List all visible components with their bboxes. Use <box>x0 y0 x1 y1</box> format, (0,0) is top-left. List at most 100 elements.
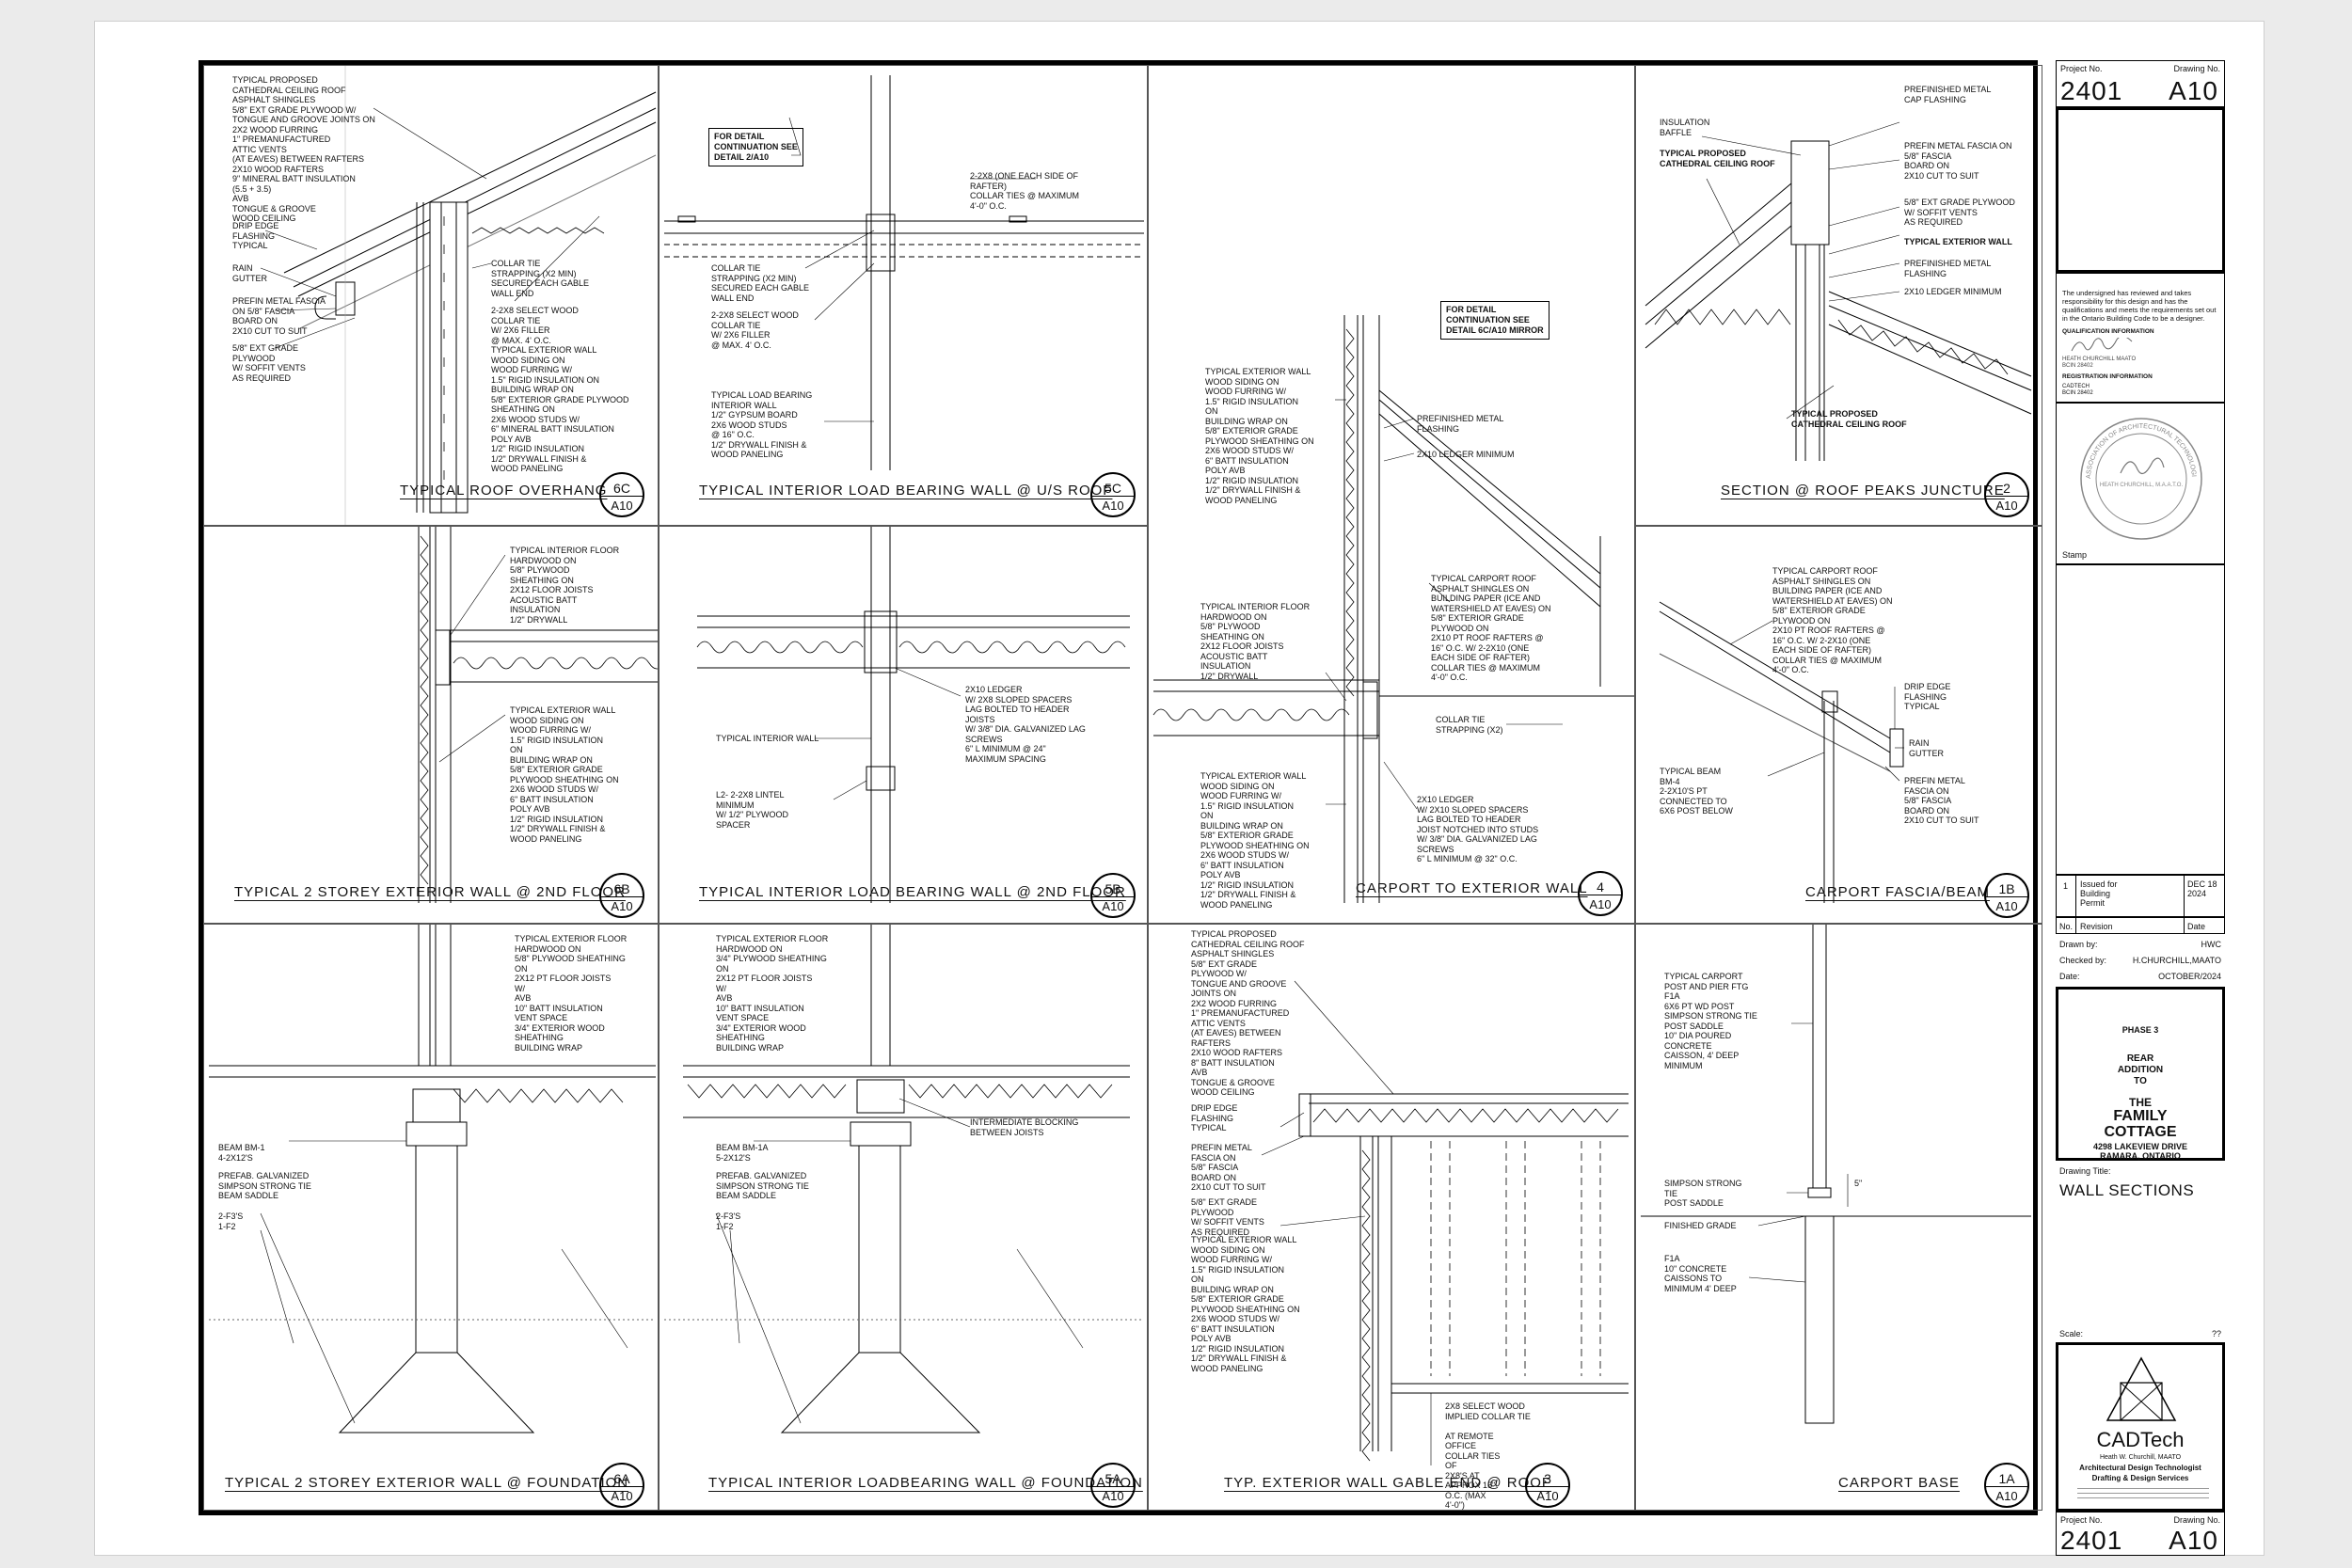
detail-6b-drawing <box>418 527 658 903</box>
detail-1b-drawing <box>1659 601 1904 903</box>
note-plywood: 5/8" EXT GRADE PLYWOOD W/ SOFFIT VENTS A… <box>232 343 306 383</box>
note-exterior-wall-2: TYPICAL EXTERIOR WALL WOOD SIDING ON WOO… <box>1200 771 1310 910</box>
note-carport-roof: TYPICAL CARPORT ROOF ASPHALT SHINGLES ON… <box>1772 566 1893 674</box>
detail-6c-drawing <box>260 66 657 525</box>
drawing-no: A10 <box>2169 76 2218 105</box>
detail-title: TYPICAL INTERIOR LOAD BEARING WALL @ U/S… <box>699 483 1113 499</box>
blank-notes-box <box>2056 107 2225 273</box>
detail-title: TYP. EXTERIOR WALL GABLE END @ ROOF <box>1224 1475 1552 1491</box>
project-no: 2401 <box>2060 76 2123 105</box>
note-blocking: INTERMEDIATE BLOCKING BETWEEN JOISTS <box>970 1117 1079 1137</box>
project-no-label: Project No. <box>2060 64 2103 73</box>
note-finished-grade: FINISHED GRADE <box>1664 1221 1737 1230</box>
professional-seal: ASSOCIATION OF ARCHITECTURAL TECHNOLOGIS… <box>2077 415 2202 540</box>
note-rain-gutter: RAIN GUTTER <box>1909 738 1944 758</box>
project-line-2: ADDITION <box>2117 1065 2164 1075</box>
detail-4: FOR DETAIL CONTINUATION SEE DETAIL 6C/A1… <box>1148 65 1635 924</box>
note-interior-floor: TYPICAL INTERIOR FLOOR HARDWOOD ON 5/8" … <box>510 546 620 625</box>
note-beam: TYPICAL BEAM BM-4 2-2x10'S PT CONNECTED … <box>1660 767 1733 816</box>
detail-2: INSULATION BAFFLE TYPICAL PROPOSED CATHE… <box>1635 65 2042 526</box>
note-fascia: PREFIN METAL FASCIA ON 5/8" FASCIA BOARD… <box>1904 776 1979 825</box>
note-collar-strap: COLLAR TIE STRAPPING (X2 MIN) SECURED EA… <box>491 259 590 298</box>
note-collar-ties: 2-2x8 (ONE EACH SIDE OF RAFTER) COLLAR T… <box>970 171 1079 211</box>
signature <box>2071 338 2133 352</box>
detail-6b: TYPICAL INTERIOR FLOOR HARDWOOD ON 5/8" … <box>203 526 659 924</box>
cadtech-logo-icon <box>2106 1356 2177 1421</box>
drawing-title: WALL SECTIONS <box>2059 1181 2195 1199</box>
project-line-3: TO <box>2134 1076 2147 1086</box>
note-continuation: FOR DETAIL CONTINUATION SEE DETAIL 2/A10 <box>708 128 803 166</box>
revision-header-no: No. <box>2059 922 2074 931</box>
note-exterior-wall: TYPICAL EXTERIOR WALL WOOD SIDING ON WOO… <box>1205 367 1314 505</box>
project-line-6: COTTAGE <box>2104 1124 2177 1140</box>
company-name: CADTech <box>2096 1428 2185 1451</box>
note-roof-2: TYPICAL PROPOSED CATHEDRAL CEILING ROOF <box>1791 409 1907 429</box>
note-drip-edge: DRIP EDGE FLASHING TYPICAL <box>1191 1103 1238 1132</box>
detail-title: CARPORT TO EXTERIOR WALL <box>1356 880 1588 896</box>
registration-name: CADTECH <box>2062 384 2090 389</box>
scale-label: Scale: <box>2059 1329 2084 1338</box>
address-2: RAMARA, ONTARIO <box>2100 1151 2181 1161</box>
registration-label: REGISTRATION INFORMATION <box>2062 373 2153 380</box>
company-box: CADTech Heath W. Churchill, MAATO Archit… <box>2056 1342 2225 1512</box>
drawn-by-label: Drawn by: <box>2059 940 2098 949</box>
dimension-label: 5" <box>1854 1179 1863 1188</box>
revision-row: 1 Issued for Building Permit DEC 18 2024 <box>2056 875 2225 917</box>
note-exterior-floor: TYPICAL EXTERIOR FLOOR HARDWOOD ON 3/4" … <box>716 934 829 1053</box>
detail-title: TYPICAL ROOF OVERHANG <box>400 483 608 499</box>
stamp-label: Stamp <box>2062 550 2088 560</box>
stamp-box: ASSOCIATION OF ARCHITECTURAL TECHNOLOGIS… <box>2056 403 2225 564</box>
note-beam: BEAM BM-1 4-2x12'S <box>218 1143 265 1163</box>
project-line-1: REAR <box>2126 1053 2154 1064</box>
company-person: Heath W. Churchill, MAATO <box>2099 1454 2182 1461</box>
note-interior-wall: TYPICAL INTERIOR WALL <box>716 734 819 743</box>
detail-5b: 2x10 LEDGER W/ 2x8 SLOPED SPACERS LAG BO… <box>659 526 1148 924</box>
certification-text: The undersigned has reviewed and takes r… <box>2062 289 2217 323</box>
note-ledger: 2x10 LEDGER MINIMUM <box>1904 287 2002 296</box>
detail-3-drawing <box>1261 980 1629 1465</box>
note-exterior-wall: TYPICAL EXTERIOR WALL WOOD SIDING ON WOO… <box>491 345 629 473</box>
detail-1a-drawing <box>1641 925 2031 1424</box>
note-roof: TYPICAL PROPOSED CATHEDRAL CEILING ROOF … <box>232 75 375 223</box>
project-no-label: Project No. <box>2060 1515 2103 1525</box>
company-role: Architectural Design Technologist <box>2079 1464 2201 1472</box>
scale: ?? <box>2211 1329 2221 1338</box>
note-fascia: PREFIN METAL FASCIA ON 5/8" FASCIA BOARD… <box>232 296 326 336</box>
project-line-4: THE <box>2129 1096 2152 1109</box>
note-exterior-wall: TYPICAL EXTERIOR WALL <box>1904 237 2012 246</box>
detail-1b: TYPICAL CARPORT ROOF ASPHALT SHINGLES ON… <box>1635 526 2042 924</box>
detail-title: TYPICAL 2 STOREY EXTERIOR WALL @ FOUNDAT… <box>225 1475 629 1491</box>
drawing-title-label: Drawing Title: <box>2059 1166 2111 1176</box>
note-flashing: PREFINISHED METAL FLASHING <box>1417 414 1504 434</box>
note-collar-tie: 2x8 SELECT WOOD IMPLIED COLLAR TIE AT RE… <box>1445 1402 1531 1510</box>
address-1: 4298 LAKEVIEW DRIVE <box>2092 1142 2188 1151</box>
detail-title: TYPICAL INTERIOR LOAD BEARING WALL @ 2ND… <box>699 884 1126 900</box>
note-exterior-floor: TYPICAL EXTERIOR FLOOR HARDWOOD ON 5/8" … <box>515 934 628 1053</box>
qualification-bcin: BCIN 28402 <box>2062 363 2093 369</box>
note-plywood: 5/8" EXT GRADE PLYWOOD W/ SOFFIT VENTS A… <box>1904 198 2015 227</box>
note-cap-flashing: PREFINISHED METAL CAP FLASHING <box>1904 85 1992 104</box>
note-beam-saddle: PREFAB. GALVANIZED SIMPSON STRONG TIE BE… <box>218 1171 311 1200</box>
note-plywood: 5/8" EXT GRADE PLYWOOD W/ SOFFIT VENTS A… <box>1191 1197 1264 1237</box>
detail-1a: TYPICAL CARPORT POST AND PIER FTG F1A 6x… <box>1635 924 2042 1511</box>
note-insulation-baffle: INSULATION BAFFLE <box>1660 118 1710 137</box>
note-collar-tie: 2-2x8 SELECT WOOD COLLAR TIE W/ 2X6 FILL… <box>491 306 579 345</box>
revision-text: Issued for Building Permit <box>2080 879 2118 908</box>
checked-by-label: Checked by: <box>2059 956 2107 965</box>
note-roof: TYPICAL PROPOSED CATHEDRAL CEILING ROOF <box>1660 149 1775 168</box>
note-collar-tie: 2-2x8 SELECT WOOD COLLAR TIE W/ 2X6 FILL… <box>711 310 799 350</box>
note-footings: 2-F3's 1-F2 <box>218 1212 244 1231</box>
project-number-box-bottom: Project No. Drawing No. 2401 A10 <box>2056 1512 2225 1556</box>
note-interior-floor: TYPICAL INTERIOR FLOOR HARDWOOD ON 5/8" … <box>1200 602 1311 681</box>
note-footings: 2-F3's 1-F2 <box>716 1212 741 1231</box>
note-drip-edge: DRIP EDGE FLASHING TYPICAL <box>232 221 279 250</box>
detail-6a: TYPICAL EXTERIOR FLOOR HARDWOOD ON 5/8" … <box>203 924 659 1511</box>
project-number-box: Project No. Drawing No. 2401 A10 <box>2056 60 2225 107</box>
